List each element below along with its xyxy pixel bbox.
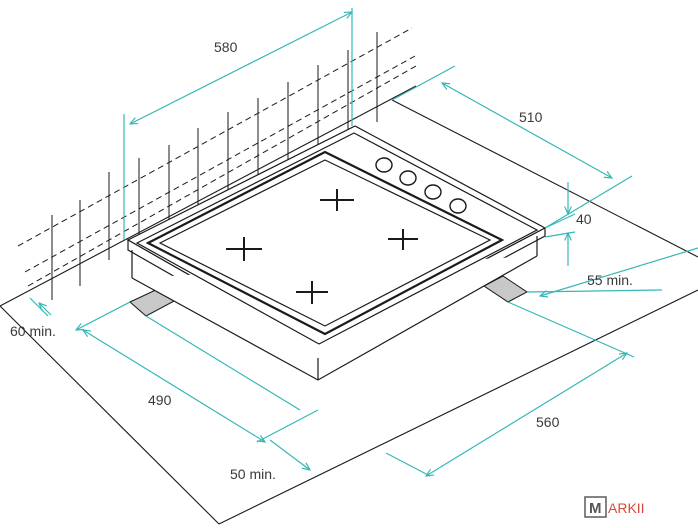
- burner-back-icon: [320, 189, 354, 211]
- burner-marks: [226, 189, 418, 304]
- control-knobs: [375, 157, 467, 214]
- burner-right-icon: [388, 229, 418, 250]
- burner-front-icon: [296, 281, 328, 304]
- dim-40-label: 40: [576, 211, 592, 227]
- dim-490-label: 490: [148, 392, 172, 408]
- dimension-lines: [29, 8, 698, 476]
- dim-60-min-label: 60 min.: [10, 323, 56, 339]
- glass-plate: [145, 150, 505, 336]
- logo-mark: M: [589, 500, 602, 517]
- dim-580-label: 580: [214, 39, 238, 55]
- knob-2-icon: [399, 170, 417, 186]
- knob-1-icon: [375, 157, 393, 173]
- hob-body: [126, 125, 547, 381]
- dimension-labels: 580 510 40 55 min. 60 min. 490 560 50 mi…: [10, 39, 633, 482]
- dim-560-label: 560: [536, 414, 560, 430]
- knob-3-icon: [424, 184, 442, 200]
- dim-50-min-label: 50 min.: [230, 466, 276, 482]
- dim-510-label: 510: [519, 109, 543, 125]
- dim-55-min-label: 55 min.: [587, 272, 633, 288]
- markii-logo: M ARKII: [584, 496, 645, 518]
- burner-left-icon: [226, 237, 262, 261]
- logo-text: ARKII: [608, 500, 645, 516]
- knob-4-icon: [449, 198, 467, 214]
